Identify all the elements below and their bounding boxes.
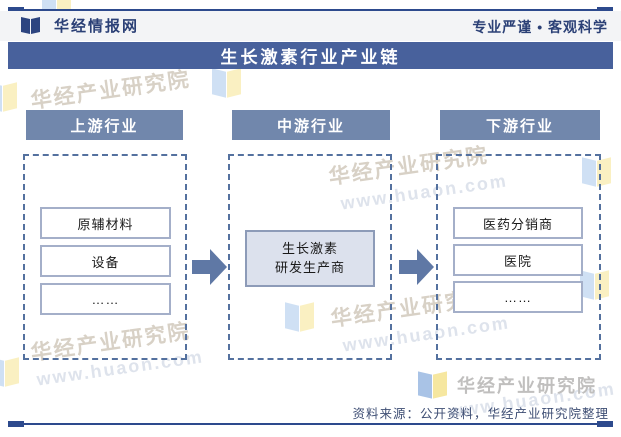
book-logo-icon: [18, 16, 46, 35]
upstream-item: ……: [40, 283, 171, 315]
footer-logo: 华经产业研究院: [416, 370, 597, 400]
page-title: 生长激素行业产业链: [8, 42, 613, 69]
midstream-header: 中游行业: [232, 110, 390, 140]
brand-name: 华经情报网: [54, 18, 140, 35]
bottom-rule: [8, 421, 613, 427]
top-rule: [8, 7, 613, 13]
slogan-text: 专业严谨 • 客观科学: [472, 19, 608, 35]
downstream-header: 下游行业: [440, 110, 600, 140]
footer-logo-text: 华经产业研究院: [457, 376, 597, 396]
upstream-item: 设备: [40, 245, 171, 277]
upstream-container: [23, 154, 187, 360]
midstream-item-line1: 生长激素: [281, 241, 338, 257]
book-logo-icon: [416, 370, 449, 400]
midstream-container: [228, 154, 392, 360]
downstream-item: 医院: [453, 244, 583, 276]
brand: 华经情报网: [18, 15, 139, 36]
midstream-item: 生长激素 研发生产商: [245, 230, 375, 287]
midstream-item-line2: 研发生产商: [274, 259, 345, 275]
upstream-item: 原辅材料: [40, 207, 171, 239]
flow-arrow-icon: [399, 249, 435, 285]
downstream-item: 医药分销商: [453, 207, 583, 239]
header-band: [0, 11, 621, 41]
upstream-header: 上游行业: [26, 110, 183, 140]
downstream-item: ……: [453, 281, 583, 313]
source-note: 资料来源：公开资料，华经产业研究院整理: [352, 407, 609, 421]
flow-arrow-icon: [192, 249, 228, 285]
downstream-container: [436, 154, 601, 360]
